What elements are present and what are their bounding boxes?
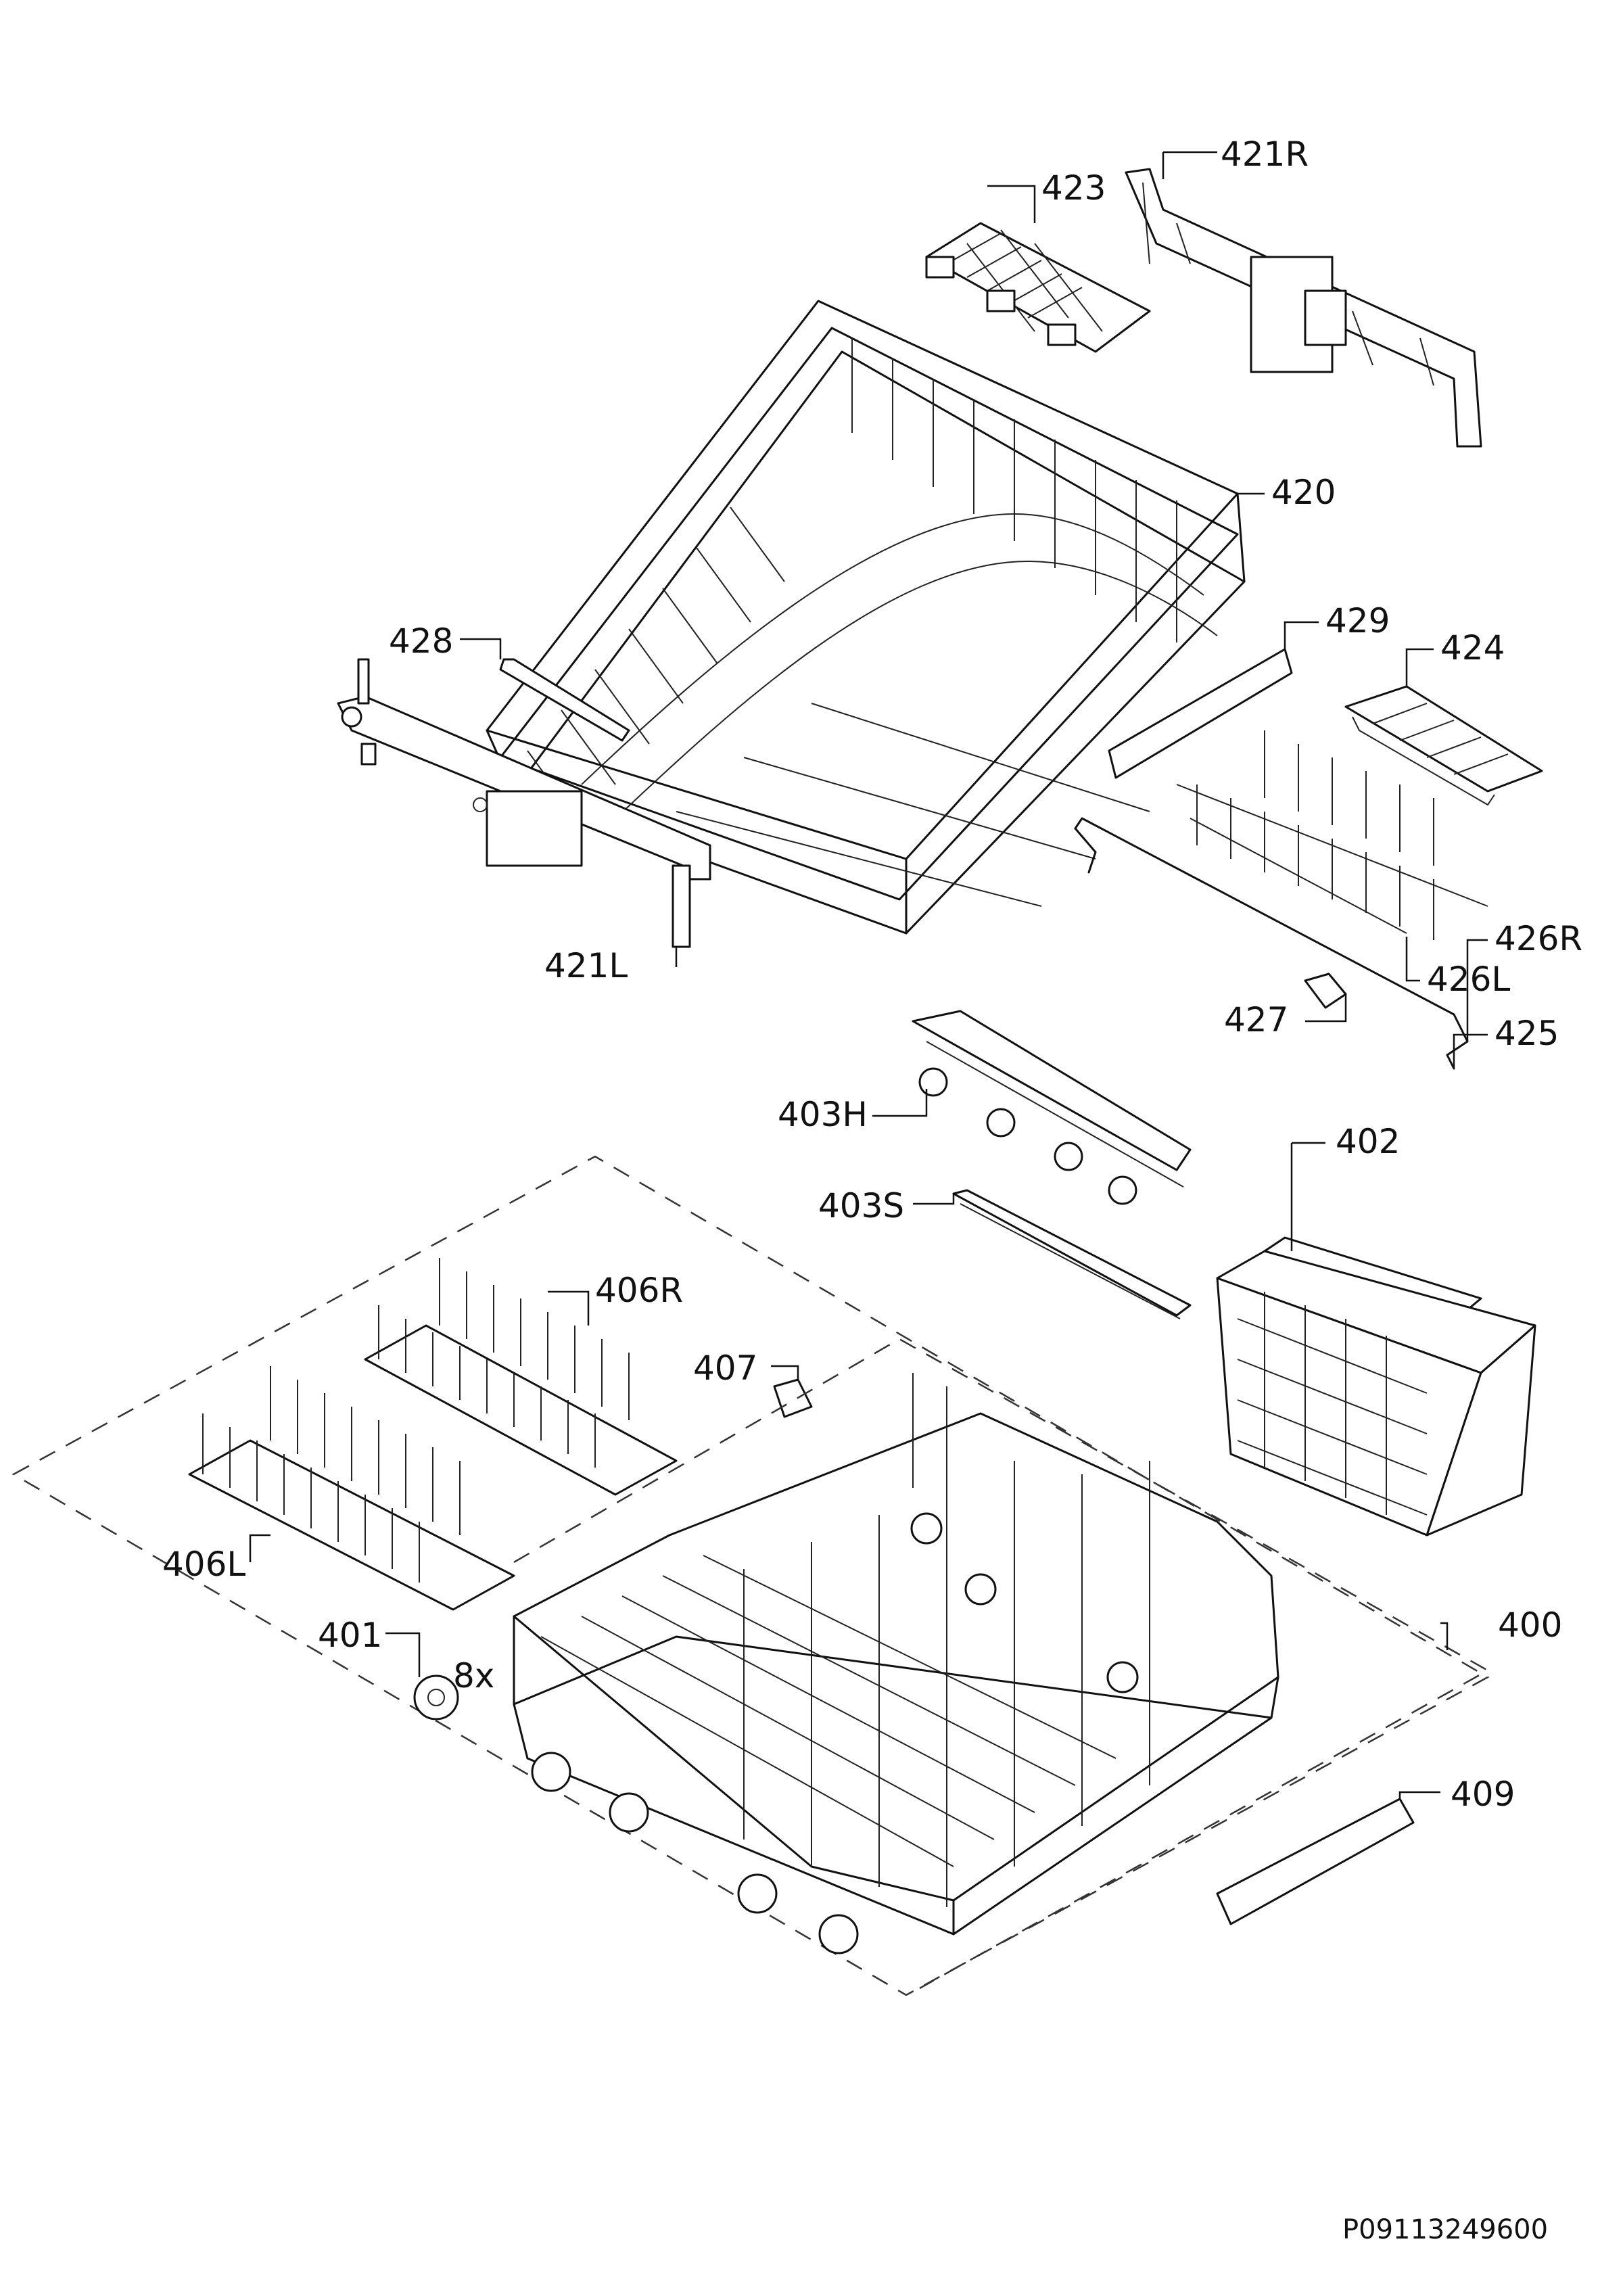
label-424: 424 xyxy=(1440,628,1505,667)
holder-403H xyxy=(912,1010,1192,1205)
rack-406R xyxy=(364,1258,678,1496)
label-409: 409 xyxy=(1451,1775,1515,1814)
cutlery-basket-402 xyxy=(1216,1236,1536,1537)
part-labels: 421R 423 420 428 429 424 426R 426L 427 4… xyxy=(162,135,1582,2245)
document-reference: P09113249600 xyxy=(1342,2214,1548,2245)
rail-421L xyxy=(337,658,711,948)
label-403H: 403H xyxy=(778,1095,868,1134)
label-401: 401 xyxy=(318,1616,382,1655)
label-401-qty: 8x xyxy=(453,1656,494,1695)
label-426L: 426L xyxy=(1427,960,1510,999)
label-406L: 406L xyxy=(162,1545,245,1584)
label-406R: 406R xyxy=(595,1271,683,1310)
label-402: 402 xyxy=(1336,1122,1400,1161)
leader-lines xyxy=(249,151,1488,1799)
label-423: 423 xyxy=(1041,168,1106,208)
label-420: 420 xyxy=(1271,473,1336,512)
holder-403S xyxy=(952,1189,1192,1319)
label-428: 428 xyxy=(389,622,453,661)
label-427: 427 xyxy=(1224,1000,1288,1039)
wheel-401 xyxy=(413,1674,459,1720)
label-421L: 421L xyxy=(544,946,628,985)
clips-424 xyxy=(1344,685,1543,806)
label-407: 407 xyxy=(693,1349,757,1388)
label-426R: 426R xyxy=(1495,919,1582,958)
lower-basket-400 xyxy=(513,1373,1279,1954)
insert-423 xyxy=(925,222,1151,353)
label-421R: 421R xyxy=(1221,135,1309,174)
racks-426-425 xyxy=(1074,730,1488,1070)
dashed-tray-lower xyxy=(513,1338,1490,1990)
clip-407 xyxy=(773,1378,813,1418)
label-403S: 403S xyxy=(818,1186,904,1225)
upper-basket-420 xyxy=(486,300,1246,935)
label-429: 429 xyxy=(1325,601,1390,640)
bar-428 xyxy=(499,658,630,742)
label-400: 400 xyxy=(1498,1606,1562,1645)
rack-406L xyxy=(188,1366,515,1611)
dashed-tray xyxy=(11,1155,1490,1996)
rail-421R xyxy=(1125,168,1482,448)
strip-409 xyxy=(1216,1798,1415,1925)
clip-427 xyxy=(1304,973,1347,1009)
strip-429 xyxy=(1108,648,1293,779)
label-425: 425 xyxy=(1495,1014,1559,1053)
